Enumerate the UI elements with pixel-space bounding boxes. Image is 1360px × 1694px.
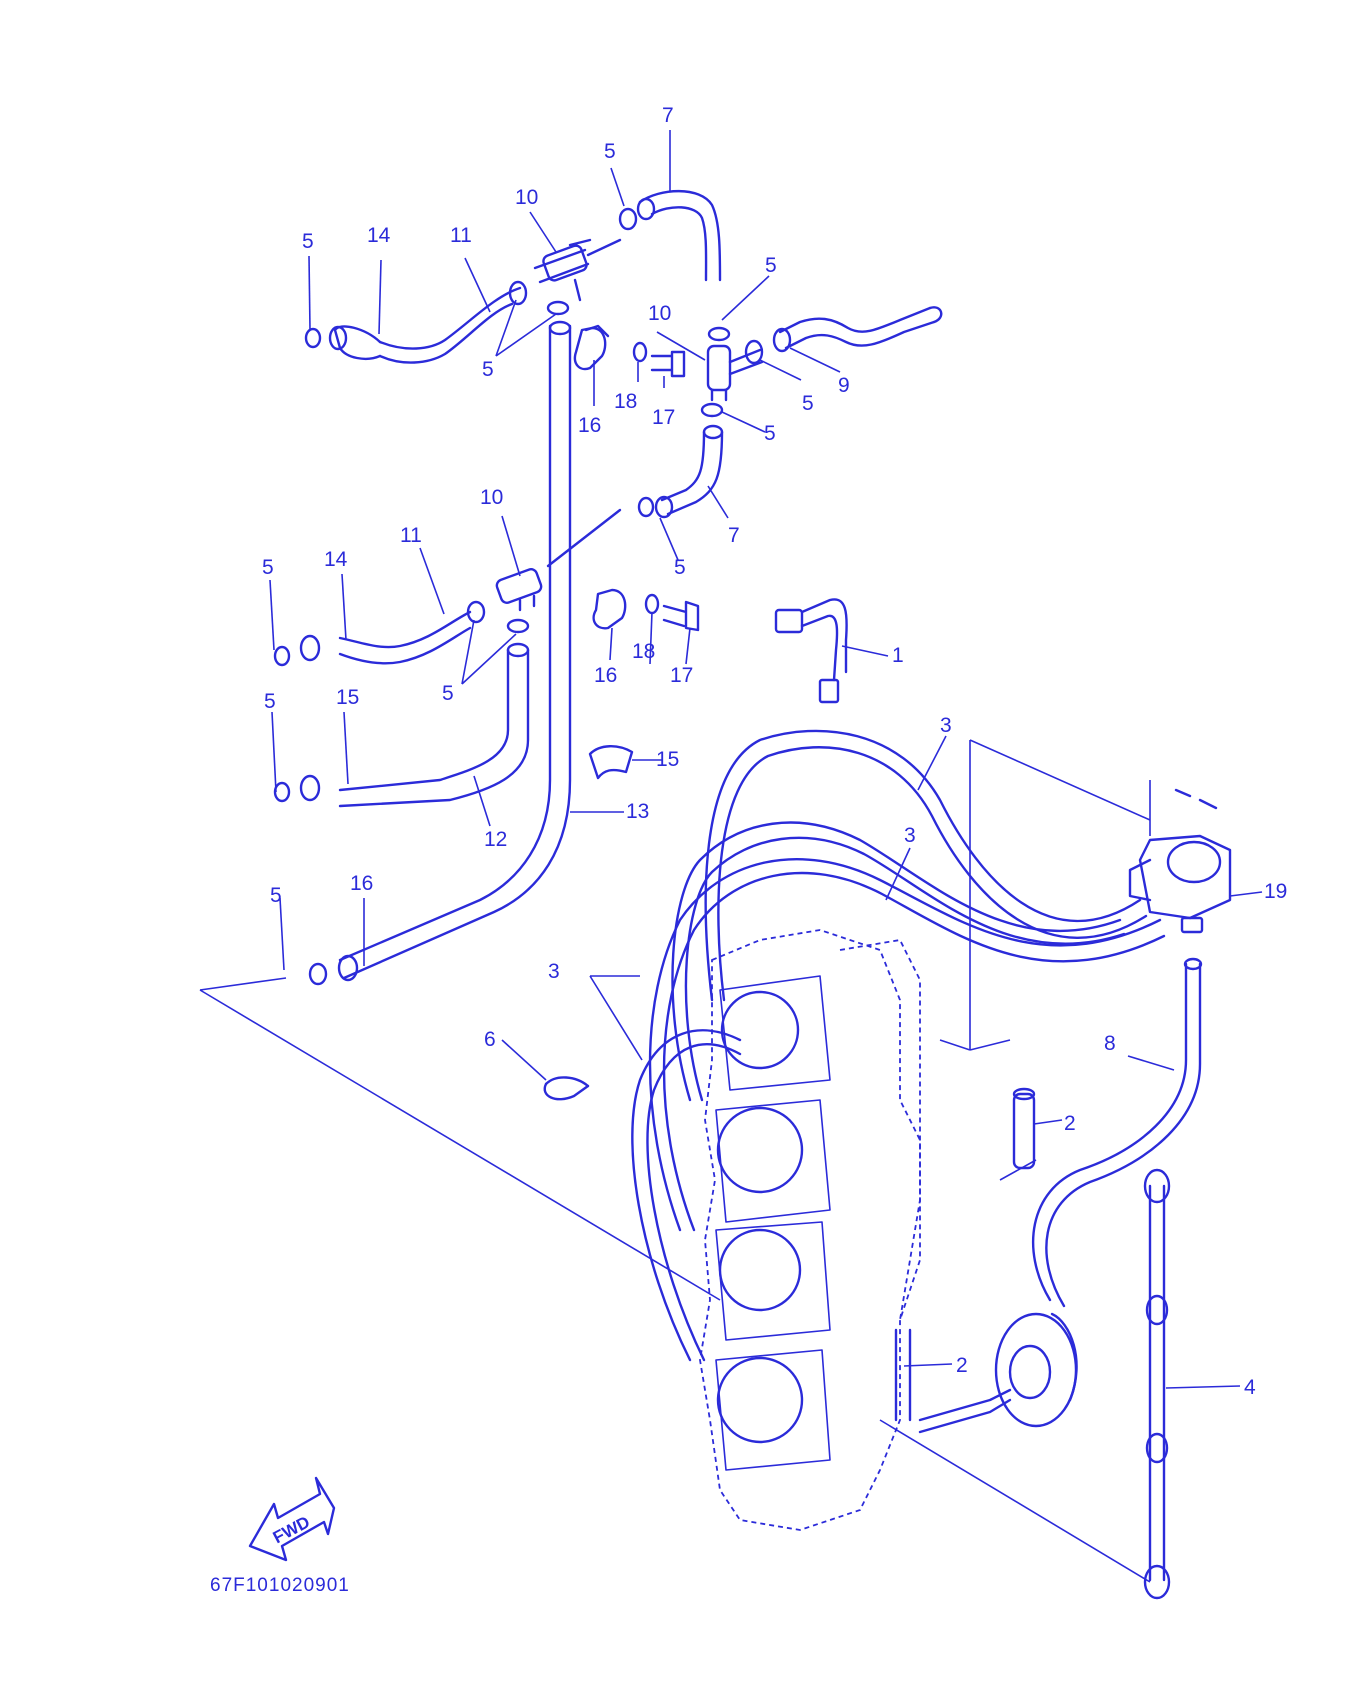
callout-14-low: 16 bbox=[350, 872, 373, 895]
callout-13: 13 bbox=[626, 800, 649, 823]
callout-5-e: 5 bbox=[802, 392, 814, 415]
middle-hose-assembly bbox=[273, 306, 943, 808]
hoses-3 bbox=[631, 729, 1166, 1362]
callout-14-mid: 14 bbox=[324, 548, 348, 571]
hose-9 bbox=[1031, 957, 1203, 1308]
parts-2-and-4 bbox=[894, 1087, 1171, 1600]
reference-lines bbox=[199, 739, 1151, 1583]
callout-14-top: 14 bbox=[367, 224, 391, 247]
fwd-arrow-icon: FWD bbox=[248, 1476, 336, 1562]
callout-14-mid2: 15 bbox=[336, 686, 359, 709]
callout-3-c: 3 bbox=[548, 960, 560, 983]
drawing-code: 67F101020901 bbox=[210, 1575, 350, 1596]
callout-7-top: 7 bbox=[662, 104, 674, 127]
callout-18-top: 18 bbox=[614, 390, 637, 413]
wire-lead-1 bbox=[774, 598, 848, 704]
sensor-19 bbox=[1128, 788, 1232, 934]
callout-3-a: 3 bbox=[940, 714, 952, 737]
callout-17-low: 17 bbox=[670, 664, 693, 687]
callout-11-mid: 11 bbox=[400, 524, 422, 547]
callout-10-mid: 10 bbox=[648, 302, 671, 325]
callout-17-top: 17 bbox=[652, 406, 675, 429]
upper-hose-assembly bbox=[304, 189, 722, 986]
callout-5-a: 5 bbox=[604, 140, 616, 163]
callout-8: 9 bbox=[838, 374, 850, 397]
callout-5-h: 5 bbox=[262, 556, 274, 579]
callout-5-d: 5 bbox=[482, 358, 494, 381]
callout-15: 15 bbox=[656, 748, 679, 771]
callout-leaders bbox=[269, 130, 1263, 1389]
clamp-6 bbox=[543, 1076, 590, 1101]
callout-2-b: 2 bbox=[956, 1354, 968, 1377]
callout-7-low: 7 bbox=[728, 524, 740, 547]
callout-5-b: 5 bbox=[302, 230, 314, 253]
callout-9: 8 bbox=[1104, 1032, 1116, 1055]
callout-5-g: 5 bbox=[674, 556, 686, 579]
callout-3-b: 3 bbox=[904, 824, 916, 847]
callout-5-i: 5 bbox=[442, 682, 454, 705]
callout-5-c: 5 bbox=[765, 254, 777, 277]
callout-5-k: 5 bbox=[270, 884, 282, 907]
callout-5-j: 5 bbox=[264, 690, 276, 713]
callout-1: 1 bbox=[892, 644, 904, 667]
callout-numbers: 7 5 10 14 11 5 5 10 5 18 17 16 9 5 5 10 … bbox=[262, 104, 1287, 1399]
callout-18-low: 18 bbox=[632, 640, 655, 663]
engine-outline bbox=[699, 929, 1078, 1531]
callout-5-f: 5 bbox=[764, 422, 776, 445]
callout-10-top: 10 bbox=[515, 186, 538, 209]
callout-16-top: 16 bbox=[578, 414, 601, 437]
callout-16-low: 16 bbox=[594, 664, 617, 687]
fwd-label: FWD bbox=[270, 1512, 313, 1547]
callout-4: 4 bbox=[1244, 1376, 1256, 1399]
callout-6: 6 bbox=[484, 1028, 496, 1051]
callout-2-a: 2 bbox=[1064, 1112, 1076, 1135]
callout-19: 19 bbox=[1264, 880, 1287, 903]
callout-12: 12 bbox=[484, 828, 507, 851]
callout-10-low: 10 bbox=[480, 486, 503, 509]
callout-11-top: 11 bbox=[450, 224, 472, 247]
